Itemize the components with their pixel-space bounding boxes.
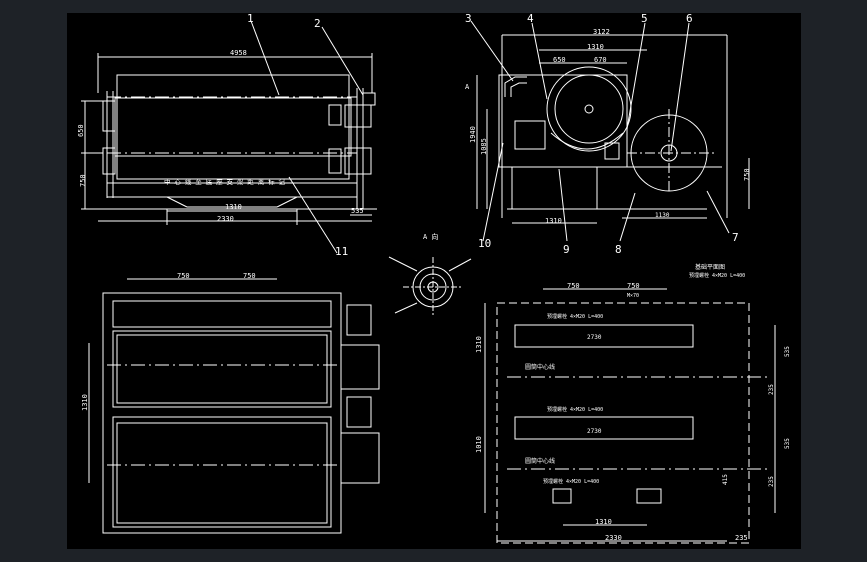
fdn-r1: 535 xyxy=(784,346,791,357)
fdn-bolt1: 预埋螺栓 4×M20 L=400 xyxy=(547,313,603,320)
fdn-r4: 235 xyxy=(768,476,775,487)
callout-4: 4 xyxy=(527,13,534,25)
fdn-r5: 415 xyxy=(722,474,729,485)
callout-2: 2 xyxy=(314,17,321,30)
drawing-canvas: 4958 中 心 线 至 底 座 支 架 距 离 标 记 650 750 xyxy=(77,13,791,544)
callout-5: 5 xyxy=(641,13,648,25)
fdn-r3: 535 xyxy=(784,438,791,449)
callout-8: 8 xyxy=(615,243,622,256)
plan-view: 750 750 1310 xyxy=(81,272,380,534)
callout-7: 7 xyxy=(732,231,739,244)
front-note: 中 心 线 至 底 座 支 架 距 离 标 记 xyxy=(164,177,286,186)
fdn-len2: 2730 xyxy=(587,428,602,435)
callout-11: 11 xyxy=(335,245,348,258)
fdn-bolt2: 预埋螺栓 4×M20 L=400 xyxy=(547,406,603,413)
fdn-dim-750a: 750 xyxy=(567,282,580,290)
front-view: 4958 中 心 线 至 底 座 支 架 距 离 标 记 650 750 xyxy=(77,13,377,258)
side-base-span: 1310 xyxy=(545,217,562,225)
foundation-title: 基础平面图 xyxy=(695,263,725,271)
front-base-length: 2330 xyxy=(217,215,234,223)
foundation-plan: 基础平面图 预埋螺栓 4×M20 L=400 750 750 M×70 预埋螺栓… xyxy=(475,263,791,544)
fdn-note-top: M×70 xyxy=(627,293,639,299)
fdn-right: 235 xyxy=(735,534,748,542)
plan-depth: 1310 xyxy=(81,394,89,411)
side-width-top: 3122 xyxy=(593,28,610,36)
plan-dim-right: 750 xyxy=(243,272,256,280)
side-span: 1310 xyxy=(587,43,604,51)
front-height-upper: 650 xyxy=(77,124,85,137)
callout-6: 6 xyxy=(686,13,693,25)
detail-a-view: A 向 xyxy=(388,232,472,317)
drawing-sheet: 4958 中 心 线 至 底 座 支 架 距 离 标 记 650 750 xyxy=(67,13,801,549)
fdn-total: 2330 xyxy=(605,534,622,542)
fdn-center1: 圆筒中心线 xyxy=(525,363,555,371)
fdn-r2: 235 xyxy=(768,384,775,395)
fdn-bolt3: 预埋螺栓 4×M20 L=400 xyxy=(543,478,599,485)
front-height-lower: 750 xyxy=(79,174,87,187)
fdn-dim-750b: 750 xyxy=(627,282,640,290)
side-drum-gap2: 670 xyxy=(594,56,607,64)
side-height2: 1085 xyxy=(480,138,488,155)
callout-1: 1 xyxy=(247,13,254,25)
foundation-subtitle: 预埋螺栓 4×M20 L=400 xyxy=(689,272,745,279)
fdn-len1: 2730 xyxy=(587,334,602,341)
side-section-mark: A xyxy=(465,83,470,91)
callout-10: 10 xyxy=(478,237,491,250)
side-view: 3122 1310 650 670 1940 1085 A xyxy=(465,13,751,256)
side-drum-gap: 650 xyxy=(553,56,566,64)
front-right-offset: 535 xyxy=(351,207,364,215)
fdn-pitch: 1310 xyxy=(595,518,612,526)
side-dim-b: 1130 xyxy=(655,212,670,219)
front-overall-length: 4958 xyxy=(230,49,247,57)
side-height: 1940 xyxy=(469,126,477,143)
plan-dim-left: 750 xyxy=(177,272,190,280)
callout-9: 9 xyxy=(563,243,570,256)
side-dim-750: 750 xyxy=(743,168,751,181)
callout-3: 3 xyxy=(465,13,472,25)
front-span: 1310 xyxy=(225,203,242,211)
fdn-center2: 圆筒中心线 xyxy=(525,457,555,465)
fdn-pitch2: 1010 xyxy=(475,436,483,453)
detail-label: A 向 xyxy=(423,232,438,241)
fdn-pitch2a: 1310 xyxy=(475,336,483,353)
